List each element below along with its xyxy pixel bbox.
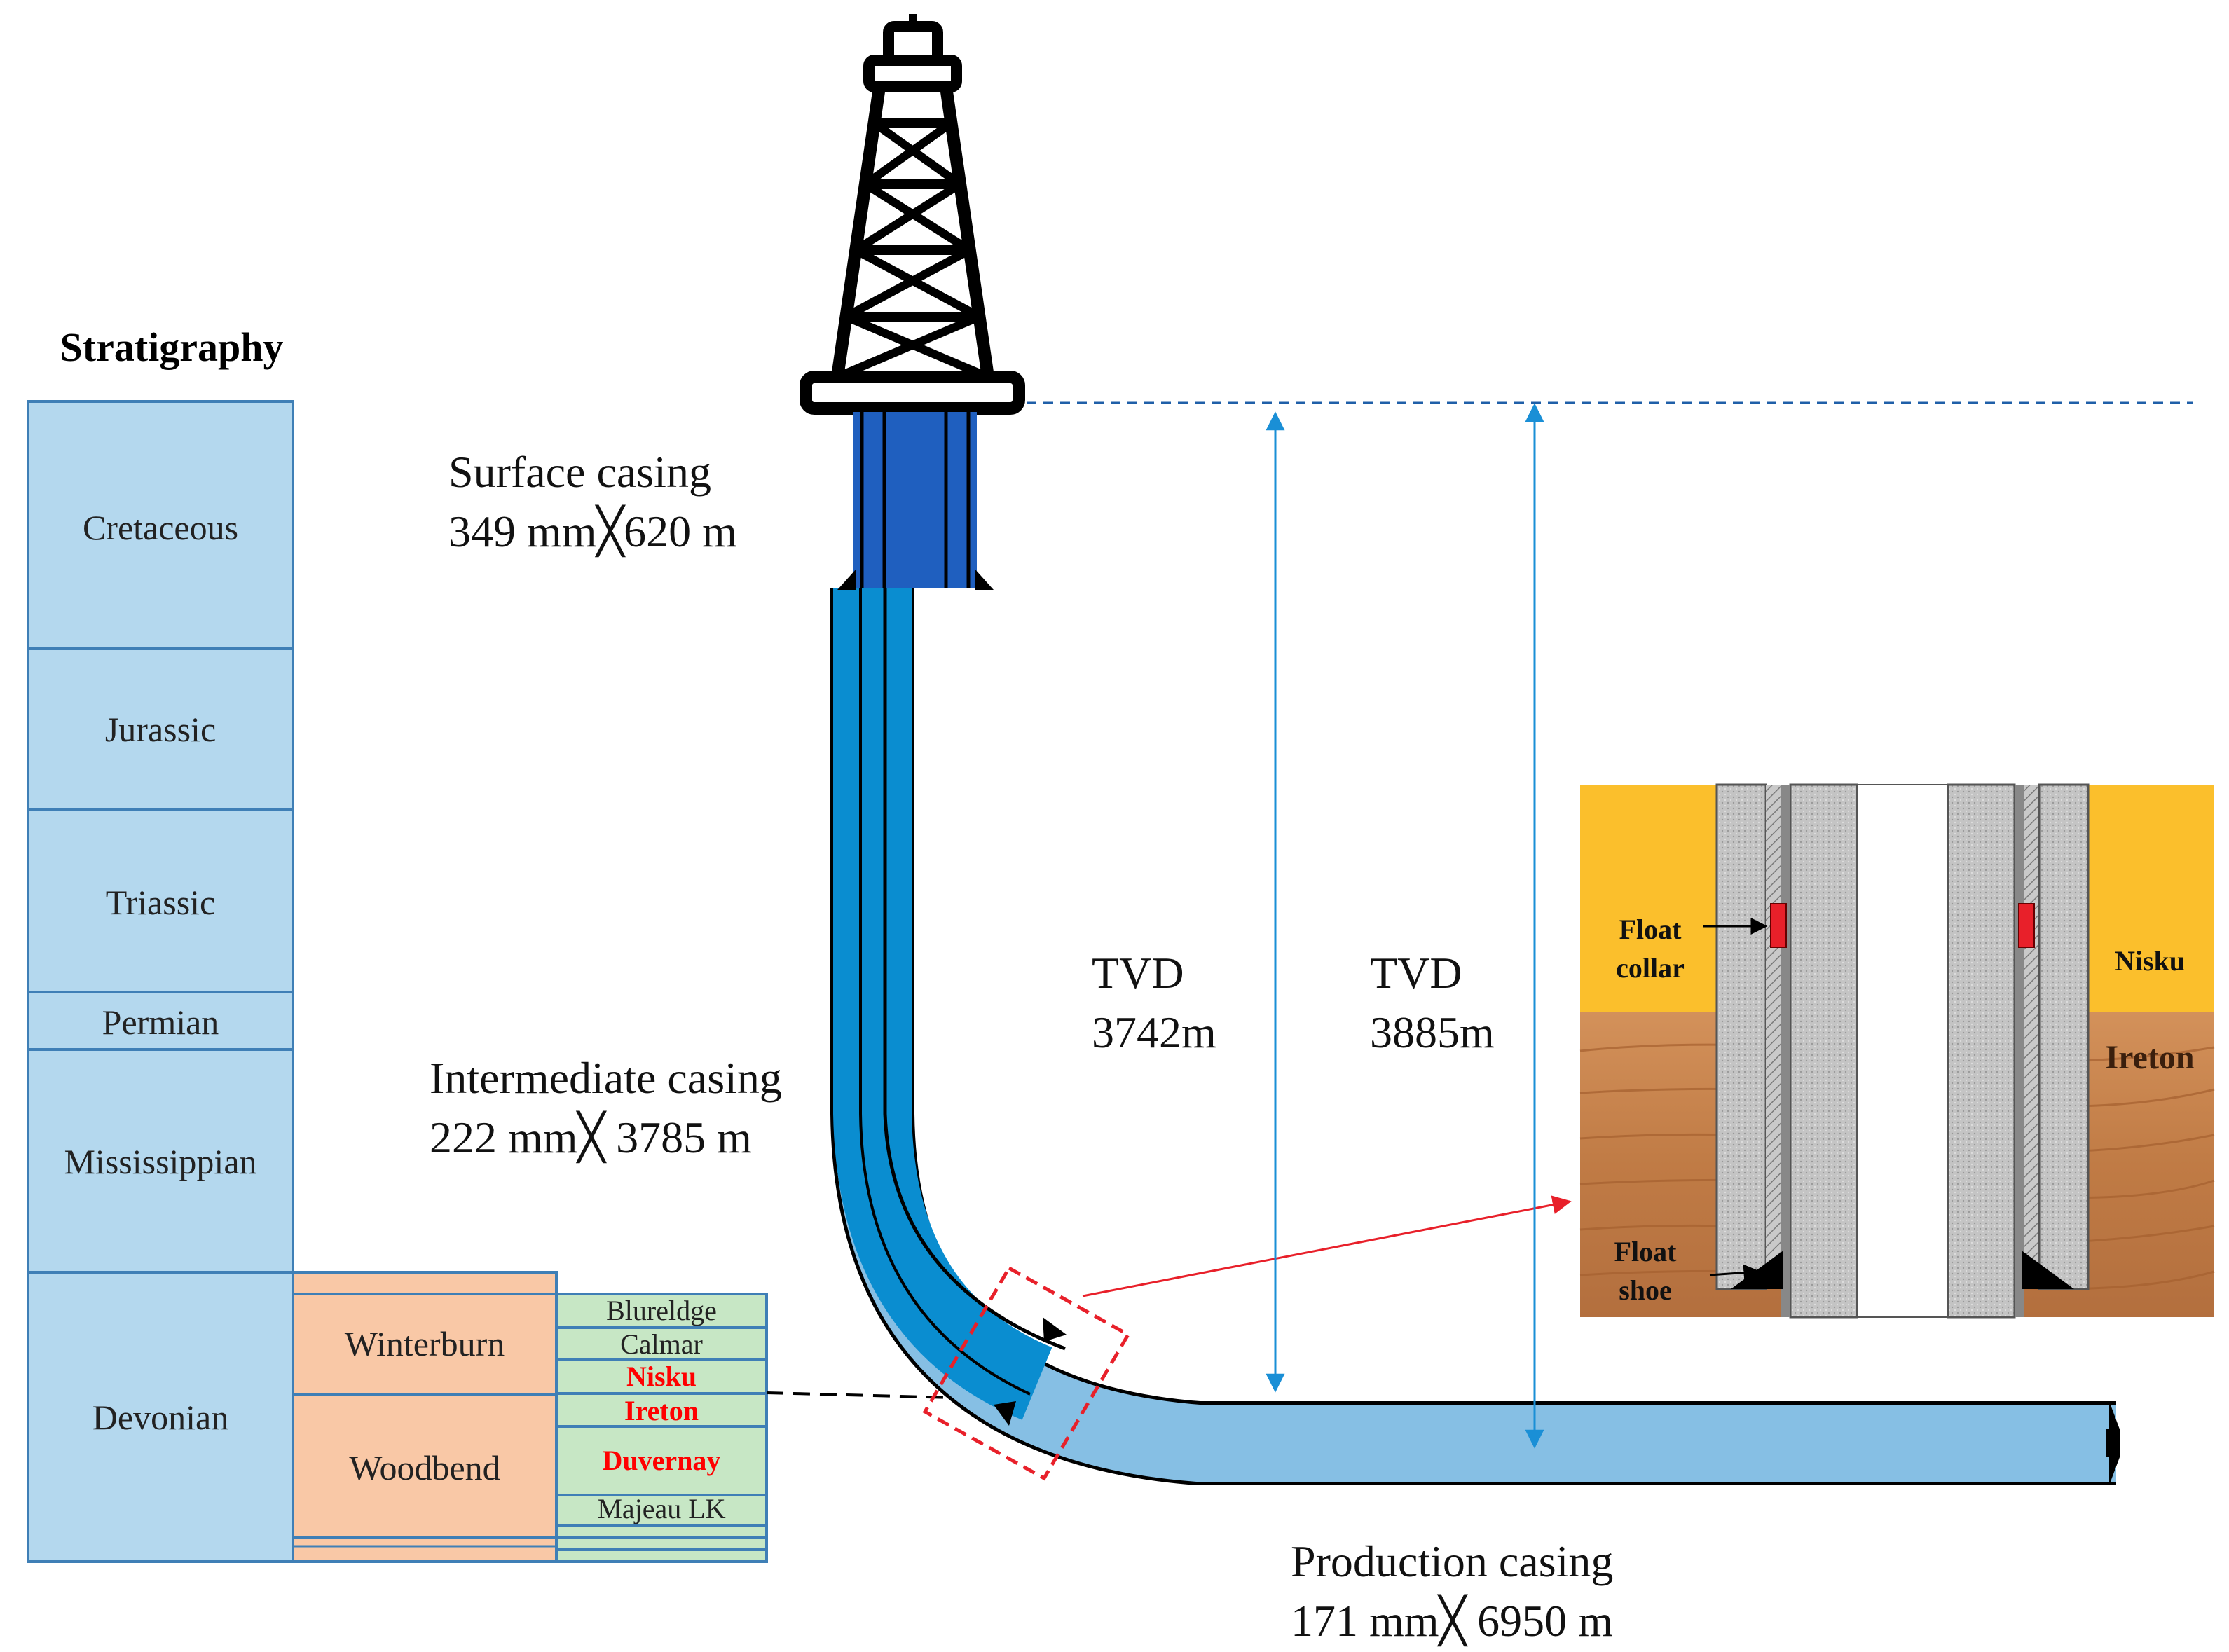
period-label: Devonian bbox=[92, 1398, 228, 1437]
group-woodbend-cell bbox=[292, 1393, 558, 1539]
intermediate-casing-size: 222 mm╳ 3785 m bbox=[430, 1110, 752, 1164]
period-permian-cell bbox=[27, 991, 294, 1051]
period-label: Triassic bbox=[106, 883, 216, 922]
surface-casing-size: 349 mm╳620 m bbox=[448, 504, 737, 558]
intermediate-casing-name: Intermediate casing bbox=[430, 1053, 782, 1103]
formation-label: Ireton bbox=[624, 1395, 699, 1426]
zoom-pointer bbox=[1082, 1195, 1572, 1297]
formation-duvernay-cell bbox=[555, 1425, 768, 1496]
drilling-rig-icon bbox=[800, 14, 1025, 415]
casing-shoe bbox=[994, 1401, 1016, 1426]
period-label: Cretaceous bbox=[83, 508, 238, 547]
float-collar-marker bbox=[2018, 903, 2035, 948]
period-column bbox=[27, 400, 294, 1563]
float-collar-label: Float bbox=[1619, 914, 1682, 945]
period-label: Permian bbox=[102, 1003, 219, 1042]
period-label: Jurassic bbox=[105, 710, 216, 749]
formation-column bbox=[555, 1293, 768, 1563]
formation-label: Blureldge bbox=[606, 1295, 717, 1326]
surface-casing-name: Surface casing bbox=[448, 447, 711, 497]
inset-ireton-label: Ireton bbox=[2105, 1039, 2194, 1076]
tvd-label: TVD bbox=[1092, 948, 1184, 998]
intermediate-casing bbox=[833, 588, 1053, 1420]
period-label: Mississippian bbox=[64, 1142, 256, 1181]
period-cretaceous-cell bbox=[27, 400, 294, 650]
group-top-strip bbox=[292, 1271, 558, 1295]
surface-casing bbox=[853, 412, 977, 588]
formation-calmar-cell bbox=[555, 1326, 768, 1361]
period-devonian-cell bbox=[27, 1271, 294, 1563]
tvd-value: 3885m bbox=[1370, 1007, 1495, 1057]
shoe-highlight-box bbox=[922, 1265, 1131, 1481]
casing-shoe bbox=[837, 569, 856, 590]
group-label: Woodbend bbox=[349, 1448, 500, 1487]
shoe-detail-inset bbox=[1579, 783, 2215, 1319]
float-shoe-label: Float bbox=[1614, 1236, 1678, 1267]
formation-blureldge-cell bbox=[555, 1293, 768, 1329]
formation-label: Majeau LK bbox=[597, 1493, 725, 1524]
inset-nisku-label: Nisku bbox=[2115, 945, 2185, 977]
period-jurassic-cell bbox=[27, 647, 294, 811]
float-shoe-label: shoe bbox=[1619, 1274, 1672, 1306]
formation-strip bbox=[555, 1548, 768, 1563]
formation-strip bbox=[555, 1536, 768, 1551]
formation-label: Calmar bbox=[620, 1328, 703, 1360]
float-collar-marker bbox=[1770, 903, 1787, 948]
casing-shoe bbox=[1043, 1317, 1067, 1342]
formation-strip bbox=[555, 1524, 768, 1539]
production-casing-size: 171 mm╳ 6950 m bbox=[1291, 1594, 1613, 1647]
formation-ireton-cell bbox=[555, 1392, 768, 1428]
tvd-label: TVD bbox=[1370, 948, 1462, 998]
casing-shoe bbox=[975, 569, 994, 590]
formation-label: Duvernay bbox=[603, 1445, 721, 1476]
stratigraphy-title: Stratigraphy bbox=[60, 324, 284, 370]
tvd-value: 3742m bbox=[1092, 1007, 1216, 1057]
period-triassic-cell bbox=[27, 808, 294, 993]
formation-majeau-cell bbox=[555, 1494, 768, 1527]
group-bottom-strip bbox=[292, 1536, 558, 1563]
group-column bbox=[292, 1271, 558, 1563]
formation-label: Nisku bbox=[626, 1361, 697, 1392]
period-mississippian-cell bbox=[27, 1048, 294, 1274]
formation-nisku-cell bbox=[555, 1358, 768, 1395]
group-label: Winterburn bbox=[345, 1324, 505, 1363]
production-casing-name: Production casing bbox=[1291, 1536, 1613, 1586]
float-collar-label: collar bbox=[1616, 952, 1685, 984]
float-shoe-marker bbox=[2022, 1251, 2074, 1289]
